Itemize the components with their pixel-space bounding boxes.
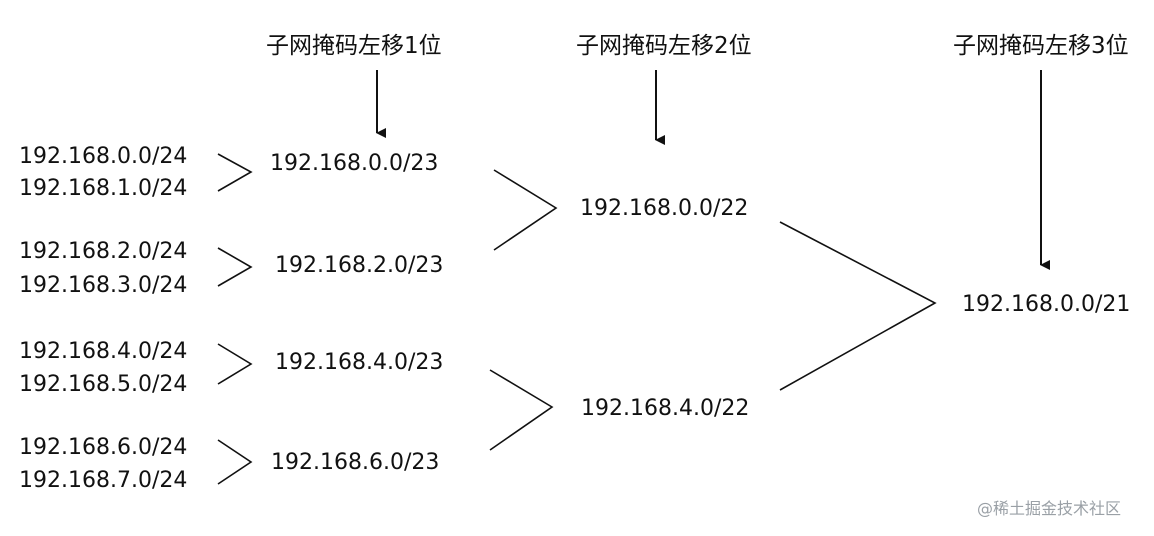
subnet-23-4: 192.168.4.0/23 [275,350,444,375]
subnet-24-1: 192.168.1.0/24 [19,176,188,201]
subnet-24-6: 192.168.6.0/24 [19,435,188,460]
merge-chevron-0-1 [217,153,253,192]
subnet-23-2: 192.168.2.0/23 [275,253,444,278]
subnet-24-2: 192.168.2.0/24 [19,239,188,264]
header-shift-2: 子网掩码左移2位 [576,33,752,59]
merge-chevron-22 [779,221,937,391]
subnet-21-0: 192.168.0.0/21 [962,292,1131,317]
subnet-24-5: 192.168.5.0/24 [19,372,188,397]
subnet-22-0: 192.168.0.0/22 [580,196,749,221]
header-shift-1: 子网掩码左移1位 [266,33,442,59]
subnet-24-7: 192.168.7.0/24 [19,468,188,493]
merge-chevron-4-5 [217,343,253,385]
merge-chevron-23a [493,169,558,251]
header-shift-3: 子网掩码左移3位 [953,33,1129,59]
subnet-24-0: 192.168.0.0/24 [19,144,188,169]
merge-chevron-6-7 [217,439,253,485]
subnet-24-4: 192.168.4.0/24 [19,339,188,364]
subnet-23-0: 192.168.0.0/23 [270,151,439,176]
watermark: @稀土掘金技术社区 [977,499,1122,518]
merge-chevron-2-3 [217,247,253,287]
subnet-23-6: 192.168.6.0/23 [271,450,440,475]
subnet-22-4: 192.168.4.0/22 [581,396,750,421]
merge-chevron-23b [489,369,554,451]
subnet-24-3: 192.168.3.0/24 [19,273,188,298]
